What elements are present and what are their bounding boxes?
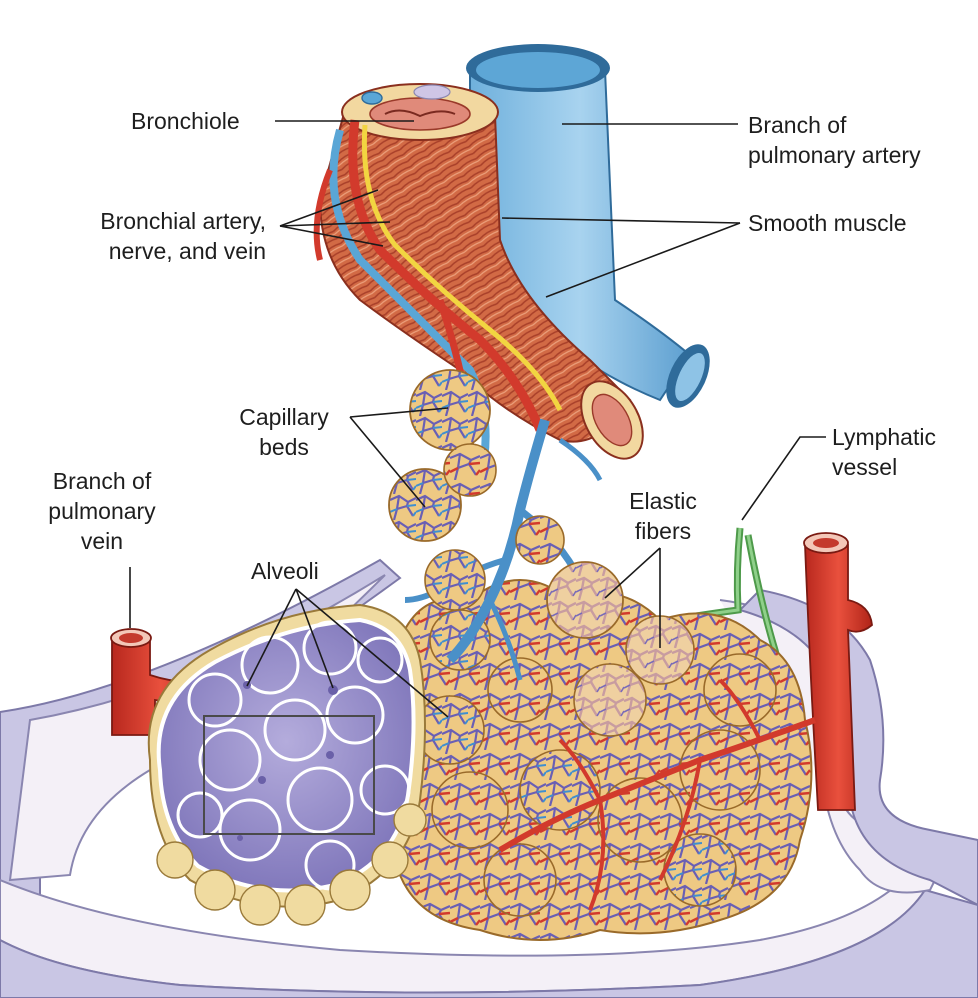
label-branch-pulmonary-vein: Branch of pulmonary vein bbox=[48, 468, 156, 554]
capillary-bed-sacs bbox=[388, 369, 624, 639]
alveolar-sac-cluster bbox=[382, 579, 813, 941]
venule-branches bbox=[498, 678, 817, 911]
leader-capillary-beds bbox=[349, 407, 449, 508]
detail-box bbox=[203, 715, 375, 835]
leader-elastic-fibers bbox=[604, 547, 661, 648]
label-smooth-muscle: Smooth muscle bbox=[748, 210, 907, 236]
leader-smooth-muscle bbox=[501, 217, 741, 298]
leader-lines bbox=[129, 120, 826, 718]
pulmonary-vein-branch bbox=[110, 628, 212, 736]
label-branch-pulmonary-artery: Branch of pulmonary artery bbox=[748, 112, 921, 168]
leader-bronchial bbox=[279, 189, 391, 247]
leader-alveoli bbox=[246, 588, 449, 718]
label-alveoli: Alveoli bbox=[251, 558, 319, 584]
label-bronchiole: Bronchiole bbox=[131, 108, 240, 134]
label-capillary-beds: Capillary beds bbox=[239, 404, 329, 460]
label-elastic-fibers: Elastic fibers bbox=[629, 488, 697, 544]
label-bronchial-artery-nerve-vein: Bronchial artery, nerve, and vein bbox=[100, 208, 266, 264]
label-lymphatic-vessel: Lymphatic vessel bbox=[832, 424, 936, 480]
alveoli-cutaway bbox=[147, 603, 427, 926]
bronchiole-tube bbox=[318, 83, 644, 460]
pulmonary-vein-right bbox=[803, 532, 873, 811]
leader-lymphatic bbox=[741, 436, 826, 521]
